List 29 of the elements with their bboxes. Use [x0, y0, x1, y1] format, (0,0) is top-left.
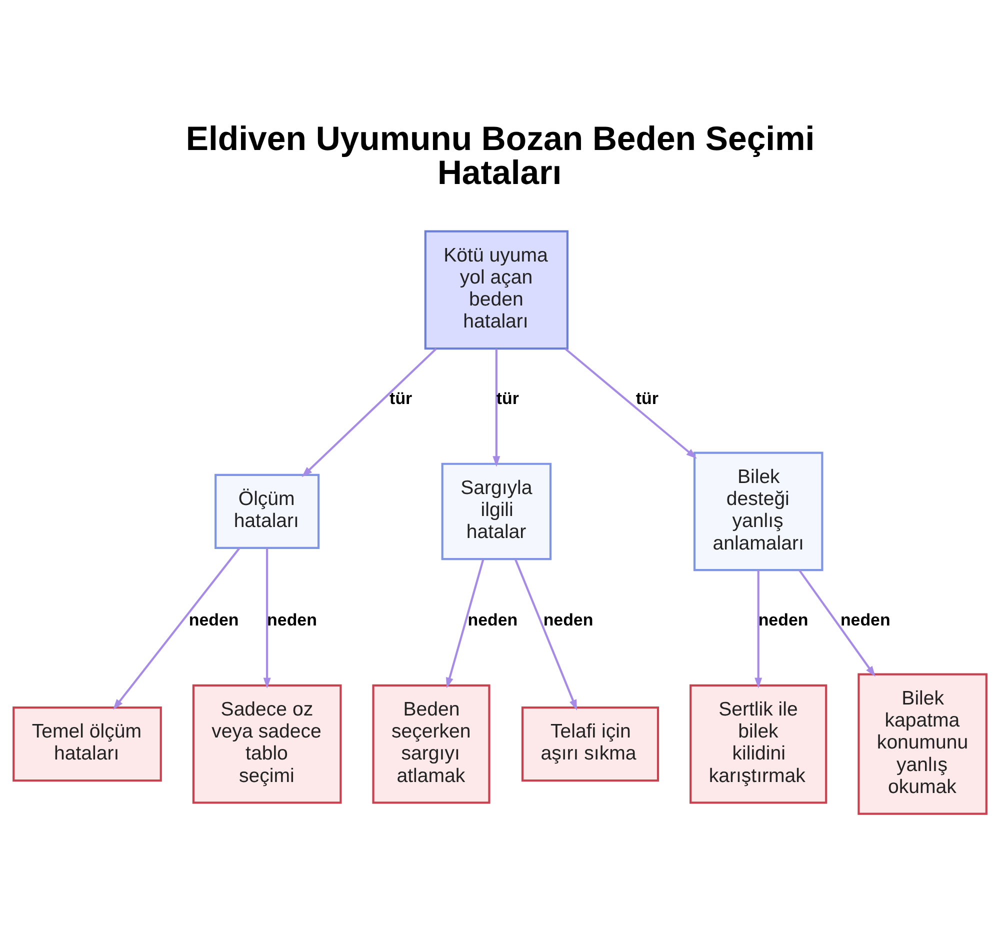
node-box: Beden seçerken sargıyı atlamak	[372, 684, 490, 804]
edge-label: neden	[758, 610, 808, 629]
arrow	[492, 348, 500, 466]
edge-label: neden	[840, 610, 890, 629]
node-box: Telafi için aşırı sıkma	[521, 706, 660, 782]
edge-label: tür	[390, 388, 412, 408]
arrow	[754, 570, 762, 688]
edge-label: tür	[636, 388, 658, 408]
arrow	[263, 548, 271, 688]
arrow	[564, 347, 697, 458]
arrow	[798, 569, 876, 676]
arrow	[302, 348, 437, 477]
node-box: Sadece oz veya sadece tablo seçimi	[192, 684, 342, 804]
edge-label: neden	[543, 610, 594, 629]
edge-label: neden	[468, 610, 518, 629]
node-box: Sertlik ile bilek kilidini karıştırmak	[690, 684, 828, 804]
arrow	[446, 558, 484, 688]
node-box: Bilek kapatma konumunu yanlış okumak	[858, 672, 988, 814]
node-box: Ölçüm hataları	[214, 473, 320, 548]
node-box: Bilek desteği yanlış anlamaları	[693, 451, 824, 571]
node-box: Sargıyla ilgili hatalar	[441, 462, 552, 560]
diagram-title: Eldiven Uyumunu Bozan Beden Seçimi Hataları	[186, 120, 815, 192]
node-box: Kötü uyuma yol açan beden hataları	[424, 230, 568, 350]
arrow	[113, 547, 240, 710]
arrow	[514, 558, 578, 710]
edge-label: tür	[496, 388, 519, 408]
edge-label: neden	[267, 610, 317, 629]
edge-label: neden	[188, 610, 239, 629]
node-box: Temel ölçüm hataları	[12, 706, 162, 782]
